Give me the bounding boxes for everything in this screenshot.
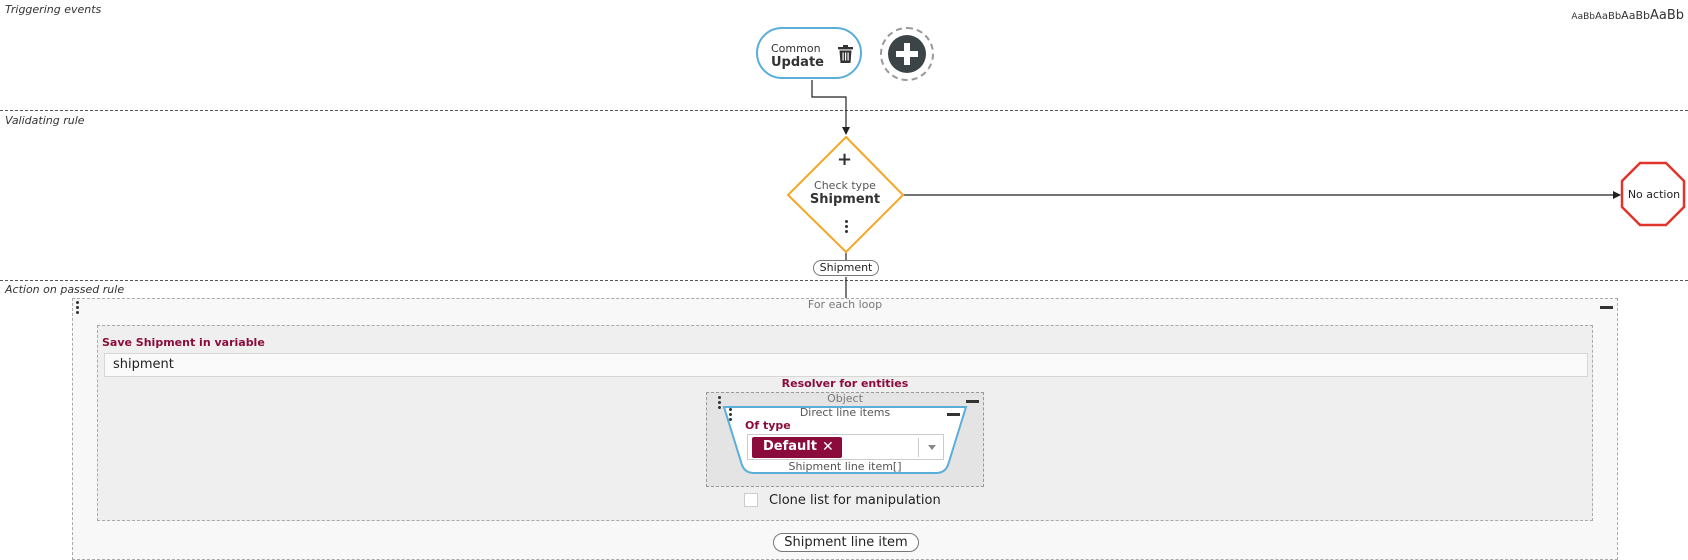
object-label: Object — [827, 392, 863, 405]
result-type-label: Shipment line item[] — [788, 460, 902, 473]
plus-circle-icon[interactable] — [888, 35, 926, 73]
font-size-small[interactable]: AaBb — [1571, 12, 1595, 22]
font-size-large[interactable]: AaBb — [1621, 9, 1650, 22]
object-collapse-icon[interactable] — [966, 400, 979, 403]
add-condition-icon[interactable]: + — [837, 149, 853, 170]
add-trigger-button[interactable] — [880, 27, 934, 81]
trigger-event-node[interactable]: Common Update — [756, 27, 862, 79]
loop-title: For each loop — [807, 298, 883, 311]
section-separator — [0, 110, 1688, 111]
no-action-stop[interactable] — [1620, 161, 1686, 227]
of-type-label: Of type — [745, 419, 791, 432]
variable-name-input[interactable]: shipment — [104, 353, 1588, 377]
clone-list-checkbox[interactable] — [744, 493, 758, 507]
direct-line-items-label: Direct line items — [799, 406, 891, 419]
type-select[interactable]: Default ✕ — [747, 434, 944, 460]
resolver-label: Resolver for entities — [781, 377, 909, 390]
section-triggering-label: Triggering events — [5, 3, 102, 16]
trigger-event-category: Common — [771, 42, 821, 55]
section-validating-label: Validating rule — [5, 114, 85, 127]
loop-output-badge: Shipment line item — [773, 533, 919, 552]
trash-icon[interactable] — [838, 45, 853, 67]
check-output-badge: Shipment — [813, 260, 879, 276]
no-action-label: No action — [1627, 188, 1681, 201]
chevron-down-icon[interactable] — [928, 445, 936, 450]
direct-collapse-icon[interactable] — [947, 413, 960, 416]
remove-type-icon[interactable]: ✕ — [822, 439, 834, 455]
font-size-selector[interactable]: AaBbAaBbAaBbAaBb — [1571, 4, 1684, 23]
loop-drag-handle-icon[interactable] — [76, 301, 80, 316]
font-size-xlarge[interactable]: AaBb — [1649, 8, 1684, 23]
trigger-event-name: Update — [771, 55, 824, 70]
check-type-label: Check type — [814, 179, 876, 192]
save-variable-label: Save Shipment in variable — [102, 336, 265, 349]
loop-collapse-icon[interactable] — [1600, 306, 1613, 309]
check-type-diamond[interactable] — [785, 134, 907, 256]
section-separator — [0, 280, 1688, 281]
select-divider — [918, 438, 919, 457]
clone-list-label: Clone list for manipulation — [769, 493, 941, 508]
object-drag-handle-icon[interactable] — [718, 396, 722, 411]
selected-type-chip[interactable]: Default ✕ — [752, 437, 842, 458]
check-type-value: Shipment — [809, 192, 881, 207]
vertical-dots-icon[interactable] — [845, 220, 849, 235]
selected-type-value: Default — [763, 439, 817, 454]
section-action-label: Action on passed rule — [5, 283, 125, 296]
direct-drag-handle-icon[interactable] — [729, 408, 733, 423]
font-size-medium[interactable]: AaBb — [1594, 11, 1622, 22]
